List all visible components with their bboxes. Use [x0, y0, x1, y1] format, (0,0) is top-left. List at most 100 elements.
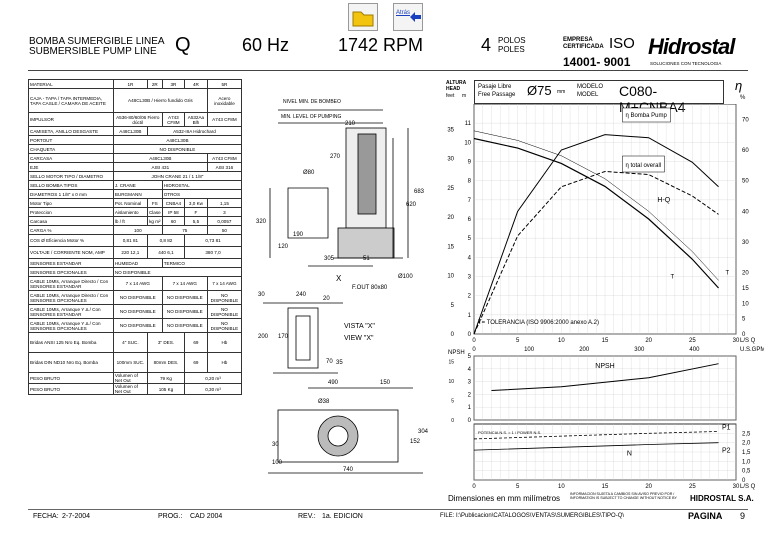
- table-cell: Proteccion: [28, 207, 114, 217]
- dim-label: Ø38: [318, 399, 330, 405]
- x-tick-label: 5: [516, 338, 520, 344]
- dim-label: 150: [380, 380, 391, 386]
- feet-tick-label: 15: [447, 244, 454, 250]
- flange-label: Bridas ANSI 125: [30, 340, 64, 345]
- table-cell: Bridas DIN ND10 Nro Eq. Bomba: [28, 352, 114, 373]
- table-cell: HIDROSTAL: [161, 180, 243, 190]
- npsh-tick-label: 4: [468, 367, 472, 373]
- table-header: 2R: [146, 79, 163, 89]
- efficiency-tick-label: 60: [742, 148, 749, 154]
- min-level-en: MIN. LEVEL OF PUMPING: [281, 114, 341, 120]
- dim-label: 190: [293, 232, 304, 238]
- power-x-tick: 0: [472, 484, 476, 490]
- table-cell: 0,81 81: [112, 234, 148, 247]
- table-cell: CAJA - TAPA / TAPA INTERMEDIA, TAPA CASL…: [28, 88, 114, 113]
- table-cell: SENSORES ESTANDAR: [28, 258, 114, 268]
- x-tick-label: 30: [733, 338, 740, 344]
- folder-button[interactable]: [348, 3, 378, 31]
- dim-label: 490: [328, 380, 339, 386]
- table-cell: NO DISPONIBLE: [206, 318, 243, 333]
- discharge-label: DES.: [163, 340, 175, 345]
- suction-size: 100mm: [116, 360, 132, 365]
- table-cell: A48CL30B: [112, 153, 208, 163]
- efficiency-pct: %: [740, 95, 746, 101]
- feet-tick-label: 0: [451, 332, 455, 338]
- table-cell: SELLO BOMBA TIPOS: [28, 180, 114, 190]
- altura-en: HEAD: [446, 86, 461, 92]
- table-cell: 0,73 81: [184, 234, 242, 247]
- legend-box: [622, 107, 671, 123]
- npsh-curve-label: NPSH: [595, 363, 614, 370]
- pasaje-es: Pasaje Libre: [478, 84, 512, 90]
- feet-tick-label: 10: [447, 274, 454, 280]
- y-tick-label: 7: [468, 198, 472, 204]
- pasaje-en: Free Passage: [478, 92, 516, 98]
- table-cell: F: [184, 207, 208, 217]
- table-header: MATERIAL: [28, 79, 114, 89]
- dim-label: 240: [296, 292, 307, 298]
- dims-note: Dimensiones en mm milímetros: [448, 494, 561, 503]
- table-cell: lb / ft: [112, 216, 148, 226]
- back-button[interactable]: Atrás: [393, 3, 423, 31]
- efficiency-tick-label: 5: [742, 317, 746, 323]
- dim-label: 30: [272, 442, 279, 448]
- efficiency-tick-label: 15: [742, 286, 749, 292]
- modelo-en: MODEL: [577, 92, 599, 98]
- table-cell: CABLE 10Mts, Arranque Directo / Con SENS…: [28, 276, 114, 291]
- poles-es: POLOS: [498, 36, 526, 45]
- dim-label: 304: [418, 429, 428, 435]
- power-p2-curve: [473, 442, 719, 451]
- pump-efficiency-curve: [473, 134, 719, 335]
- table-cell: Carcasa: [28, 216, 114, 226]
- table-cell: VOLTAJE / CORRIENTE NOM, AMP: [28, 246, 114, 259]
- y-tick-label: 6: [468, 217, 472, 223]
- table-cell: JOHN CRANE 21 / 1 1/8": [112, 171, 243, 181]
- table-cell: Clase: [146, 207, 163, 217]
- chart-info-box: Pasaje Libre Free Passage Ø75 mm MODELO …: [474, 80, 724, 115]
- iso-number: 14001- 9001: [563, 55, 631, 69]
- header-divider: [28, 70, 748, 71]
- cos-value: 0,81: [122, 238, 132, 243]
- table-cell: 1,15: [206, 198, 243, 208]
- dim-label: 620: [406, 202, 417, 208]
- table-cell: IMPULSOR: [28, 112, 114, 127]
- frequency: 60 Hz: [242, 35, 290, 55]
- disclaimer: INFORMACION SUJETA A CAMBIOS SIN AVISO P…: [570, 492, 677, 500]
- x-tick-label: 25: [689, 338, 696, 344]
- rpm: 1742 RPM: [338, 35, 424, 55]
- dim-label: 20: [323, 296, 330, 302]
- npsh-feet-label: 10: [448, 379, 454, 385]
- tolerance-curve: [473, 130, 719, 281]
- passage-unit: mm: [557, 89, 566, 95]
- eff-value: 81: [132, 238, 139, 243]
- table-cell: 3" DES.: [146, 332, 186, 353]
- table-cell: 220 12,1: [112, 246, 148, 259]
- tolerance-label: T: [726, 271, 730, 277]
- table-cell: AISI 316: [206, 162, 243, 172]
- dim-label: 30: [258, 292, 265, 298]
- logo-tagline: SOLUCIONES CON TECNOLOGIA: [650, 61, 722, 66]
- table-cell: J. CRANE: [112, 180, 163, 190]
- total-efficiency-label: η total overall: [625, 163, 661, 169]
- table-cell: AISI 431: [112, 162, 208, 172]
- feet-tick-label: 20: [447, 215, 454, 221]
- table-cell: 69: [184, 332, 208, 353]
- amp-value: 7,0: [214, 250, 221, 255]
- power-p1-curve: [473, 431, 719, 440]
- suction-label: SUC.: [127, 340, 139, 345]
- npsh-feet-label: 0: [451, 418, 454, 424]
- table-cell: OTROS: [161, 189, 243, 199]
- cos-value: 0,73: [205, 238, 215, 243]
- table-cell: 105 Kg: [146, 383, 186, 395]
- p1-label: P1: [722, 424, 731, 431]
- footer-rev: 1a. EDICION: [322, 513, 363, 520]
- x2-tick-label: 300: [634, 347, 645, 353]
- legend-box: [622, 155, 665, 173]
- table-cell: A48CL30B / Hierro fundido Gris: [112, 88, 208, 113]
- dim-label: Ø80: [303, 170, 315, 176]
- flange-equiv: Nro Eq. Bomba: [66, 360, 98, 365]
- table-cell: A743 CF8M: [206, 112, 243, 127]
- table-cell: Pot. Nominal: [112, 198, 148, 208]
- table-cell: SENSORES OPCIONALES: [28, 267, 114, 277]
- x2-tick-label: 400: [689, 347, 700, 353]
